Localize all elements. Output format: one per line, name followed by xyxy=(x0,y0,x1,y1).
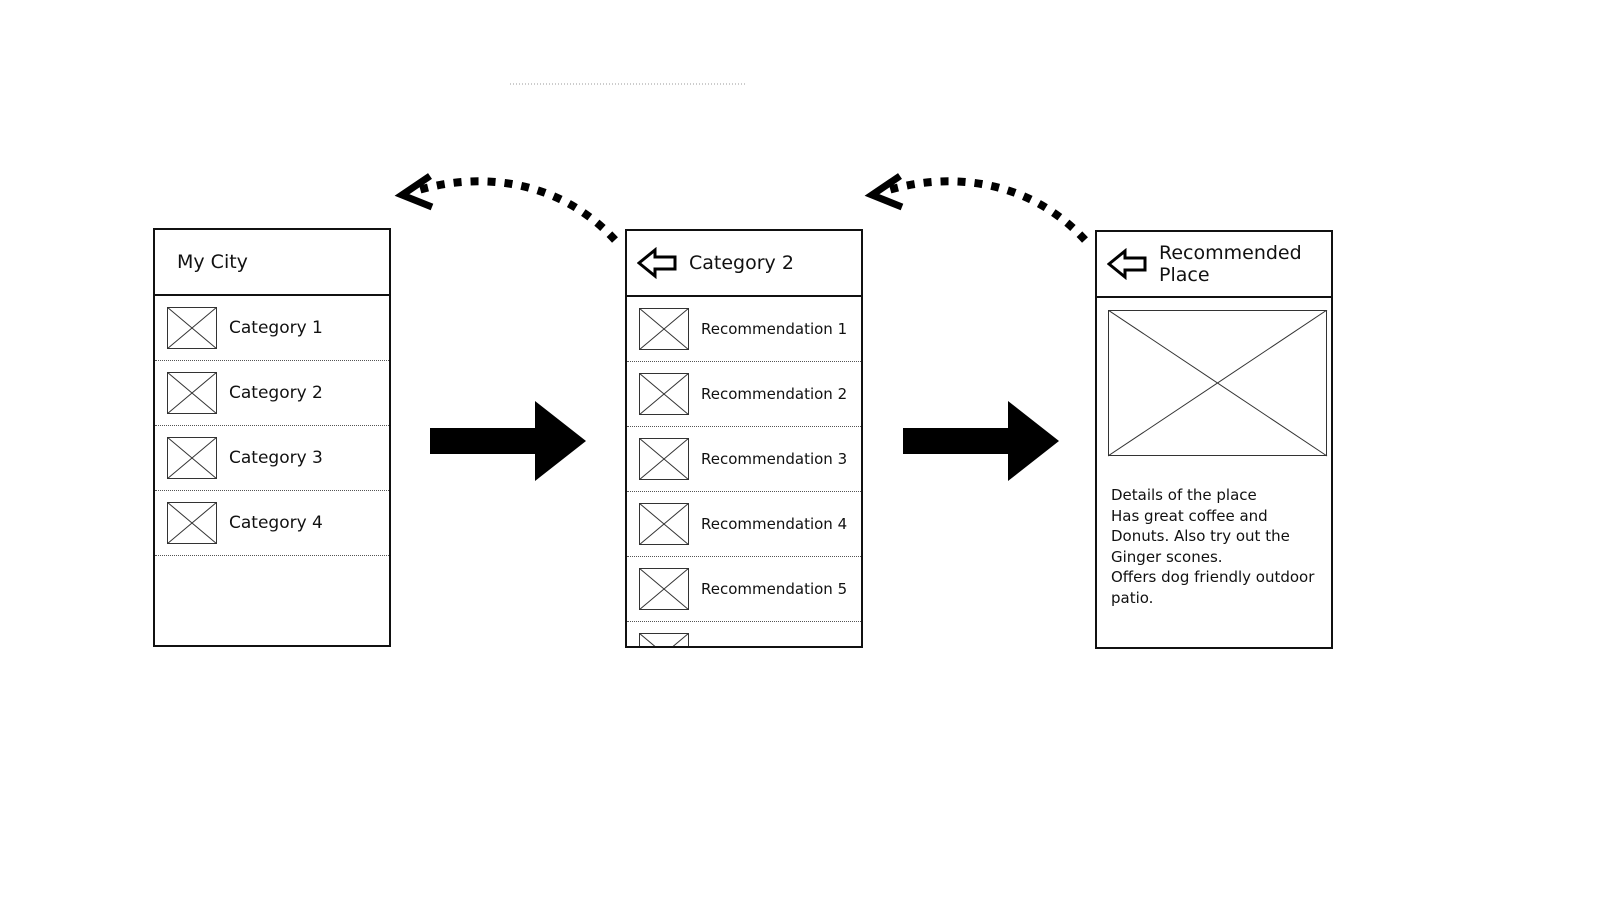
back-arrow-icon[interactable] xyxy=(637,247,679,279)
image-placeholder xyxy=(1108,310,1328,457)
image-placeholder-icon xyxy=(167,307,217,349)
list-item[interactable]: Category 4 xyxy=(155,491,389,556)
screen-category: Category 2 Recommendation 1 Recommendatio… xyxy=(625,229,863,648)
forward-arrow-1 xyxy=(430,401,586,481)
list-item-label: Recommendation 1 xyxy=(701,320,848,338)
screen-title: Recommended Place xyxy=(1159,242,1302,286)
list-item[interactable]: Recommendation 1 xyxy=(627,297,861,362)
list-item-label: Recommendation 5 xyxy=(701,580,848,598)
list-item[interactable]: Recommendation 4 xyxy=(627,492,861,557)
app-bar: Category 2 xyxy=(627,231,861,297)
list-item-label: Recommendation 6 xyxy=(701,645,847,646)
list-item[interactable]: Recommendation 3 xyxy=(627,427,861,492)
list-item[interactable]: Recommendation 5 xyxy=(627,557,861,622)
screen-title: My City xyxy=(177,251,248,273)
app-bar: Recommended Place xyxy=(1097,232,1331,298)
app-bar: My City xyxy=(155,230,389,296)
image-placeholder-icon xyxy=(167,372,217,414)
back-arrow-1 xyxy=(394,173,618,243)
image-placeholder-icon xyxy=(167,502,217,544)
back-arrow-icon[interactable] xyxy=(1107,248,1149,280)
list-item[interactable]: Category 2 xyxy=(155,361,389,426)
list-item-label: Category 4 xyxy=(229,513,323,533)
screen-recommended-place: Recommended Place Details of the place H… xyxy=(1095,230,1333,649)
image-placeholder-icon xyxy=(639,503,689,545)
place-details: Details of the place Has great coffee an… xyxy=(1111,486,1315,607)
screen-title: Category 2 xyxy=(689,252,794,274)
list-item-label: Category 3 xyxy=(229,448,323,468)
list-item-label: Recommendation 4 xyxy=(701,515,848,533)
image-placeholder-icon xyxy=(639,568,689,610)
image-placeholder-icon xyxy=(639,438,689,480)
list-item-label: Category 2 xyxy=(229,383,323,403)
screen-my-city: My City Category 1 Category 2 Category 3 Ca… xyxy=(153,228,391,647)
list-item[interactable]: Recommendation 2 xyxy=(627,362,861,427)
back-arrow-2 xyxy=(864,173,1088,243)
image-placeholder-icon xyxy=(639,308,689,350)
list-item[interactable]: Category 1 xyxy=(155,296,389,361)
list-item-label: Category 1 xyxy=(229,318,323,338)
list-item[interactable]: Category 3 xyxy=(155,426,389,491)
list-item-label: Recommendation 2 xyxy=(701,385,848,403)
list-item-label: Recommendation 3 xyxy=(701,450,848,468)
forward-arrow-2 xyxy=(903,401,1059,481)
image-placeholder-icon xyxy=(639,633,689,646)
image-placeholder-icon xyxy=(639,373,689,415)
image-placeholder-icon xyxy=(167,437,217,479)
list-item[interactable]: Recommendation 6 xyxy=(627,622,861,646)
